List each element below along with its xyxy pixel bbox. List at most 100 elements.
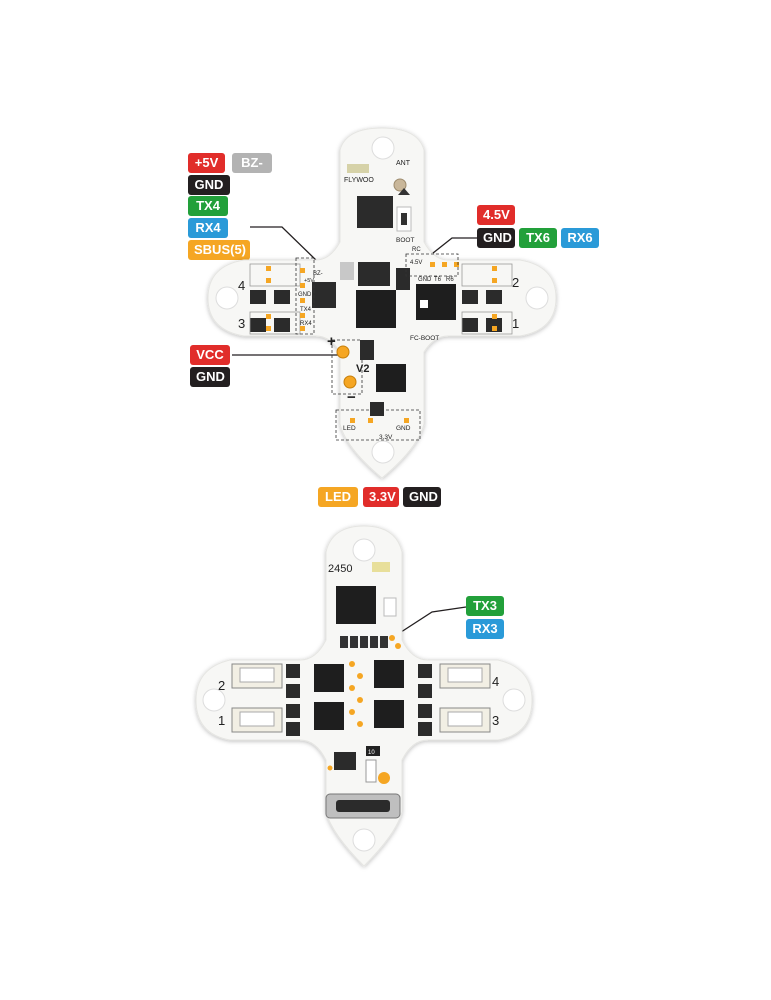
- esc-fet-1a: [462, 318, 478, 332]
- label-gnd: GND: [188, 175, 230, 195]
- mount-hole-bottom: [371, 440, 395, 464]
- silk-brand: FLYWOO: [344, 177, 374, 184]
- silk-pad-bz: BZ-: [313, 271, 323, 277]
- motor-plug-1: [231, 707, 283, 733]
- tx3-pad: [389, 635, 395, 641]
- arrow-marker: [398, 188, 410, 195]
- silk-b-motor-2: 2: [218, 678, 225, 693]
- mount-hole-b-bottom: [352, 828, 376, 852]
- power-cap: [360, 340, 374, 360]
- silk-fc-boot: FC-BOOT: [410, 335, 439, 342]
- mount-hole-b-left: [202, 688, 226, 712]
- label-5v: +5V: [188, 153, 225, 173]
- silk-motor-3: 3: [238, 316, 245, 331]
- silk-plus: +: [327, 333, 336, 350]
- motor-plug-2: [231, 663, 283, 689]
- mount-hole-right: [525, 286, 549, 310]
- switch-b: [365, 759, 377, 783]
- silk-b-motor-1: 1: [218, 713, 225, 728]
- silk-pad-gnd-r: GND: [418, 277, 432, 283]
- label-bz: BZ-: [232, 153, 272, 173]
- bottom-board: 2450: [195, 525, 533, 867]
- label-4-5v: 4.5V: [477, 205, 515, 225]
- rx-chip-b: [336, 586, 376, 624]
- label-gnd-bottom: GND: [403, 487, 441, 507]
- mcu-chip: [356, 290, 396, 328]
- label-sbus: SBUS(5): [188, 240, 250, 260]
- motor-conn-4: [249, 263, 301, 287]
- label-tx6: TX6: [519, 228, 557, 248]
- silk-motor-2: 2: [512, 275, 519, 290]
- pad-group-outlines: [295, 253, 459, 441]
- led-chip: [370, 402, 384, 416]
- test-pads-b: [327, 661, 390, 784]
- gyro-chip: [358, 262, 390, 286]
- label-tx3: TX3: [466, 596, 504, 616]
- power-chip: [376, 364, 406, 392]
- esc-driver-4: [374, 660, 404, 688]
- mount-hole-b-right: [502, 688, 526, 712]
- crystal: [340, 262, 354, 280]
- rx3-pad: [395, 643, 401, 649]
- silk-num-10: 10: [368, 750, 375, 756]
- label-rx6: RX6: [561, 228, 599, 248]
- regulator-b: [334, 752, 356, 770]
- motor-conn-1: [461, 311, 513, 335]
- esc-fet-4b: [274, 290, 290, 304]
- esc-fets-b: [286, 664, 432, 736]
- esc-fet-1b: [486, 318, 502, 332]
- motor-plug-3: [439, 707, 491, 733]
- silk-model: 2450: [328, 563, 352, 575]
- esc-driver-2: [314, 664, 344, 692]
- silk-rc: RC: [412, 247, 421, 253]
- label-vcc: VCC: [190, 345, 230, 365]
- mount-hole-top: [371, 136, 395, 160]
- gnd-power-pad: [343, 375, 357, 389]
- label-gnd-right: GND: [477, 228, 515, 248]
- esc-fet-3b: [274, 318, 290, 332]
- silk-pad-gnd: GND: [298, 292, 312, 298]
- resistor-row: [340, 636, 388, 648]
- small-part-b: [383, 597, 397, 617]
- boot-button-knob: [401, 213, 407, 225]
- silk-b-motor-3: 3: [492, 713, 499, 728]
- silk-pad-gnd-b: GND: [396, 425, 411, 432]
- mount-hole-b-top: [352, 538, 376, 562]
- silk-ant: ANT: [396, 160, 411, 167]
- antenna-pad: [347, 164, 369, 173]
- antenna-connector: [393, 178, 407, 192]
- label-rx4: RX4: [188, 218, 228, 238]
- reg-chip: [396, 268, 410, 290]
- silk-pad-3-3v: 3.3V: [379, 434, 393, 441]
- silk-pad-tx4: TX4: [300, 307, 312, 313]
- esc-driver-3: [374, 700, 404, 728]
- part-10: [366, 746, 380, 756]
- silk-pad-led: LED: [343, 425, 356, 432]
- mount-hole-left: [215, 286, 239, 310]
- silk-pad-r6: R6: [446, 277, 454, 283]
- baro-chip: [312, 282, 336, 308]
- leader-lines: [232, 226, 477, 635]
- antenna-pad-b: [372, 562, 390, 572]
- silk-pad-rx4: RX4: [300, 321, 312, 327]
- esc-fet-2a: [462, 290, 478, 304]
- silk-boot: BOOT: [396, 237, 414, 244]
- silk-v2: V2: [356, 363, 369, 375]
- label-tx4: TX4: [188, 196, 228, 216]
- silk-minus: −: [347, 389, 356, 406]
- label-3-3v: 3.3V: [363, 487, 399, 507]
- motor-conn-2: [461, 263, 513, 287]
- silk-pad-4-5v: 4.5V: [410, 260, 422, 266]
- silk-b-motor-4: 4: [492, 674, 499, 689]
- silk-pad-t6: T6: [434, 277, 442, 283]
- rx-chip: [357, 196, 393, 228]
- esc-fet-4a: [250, 290, 266, 304]
- usb-port: [336, 800, 390, 812]
- motor-pads: [266, 262, 497, 423]
- fc-boot-button: [420, 300, 428, 308]
- top-board: ANT FLYWOO BOOT RC FC-BOOT: [207, 127, 557, 479]
- silk-pad-5v: +5V: [304, 278, 314, 284]
- motor-conn-3: [249, 311, 301, 335]
- esc-fet-2b: [486, 290, 502, 304]
- esc-fet-3a: [250, 318, 266, 332]
